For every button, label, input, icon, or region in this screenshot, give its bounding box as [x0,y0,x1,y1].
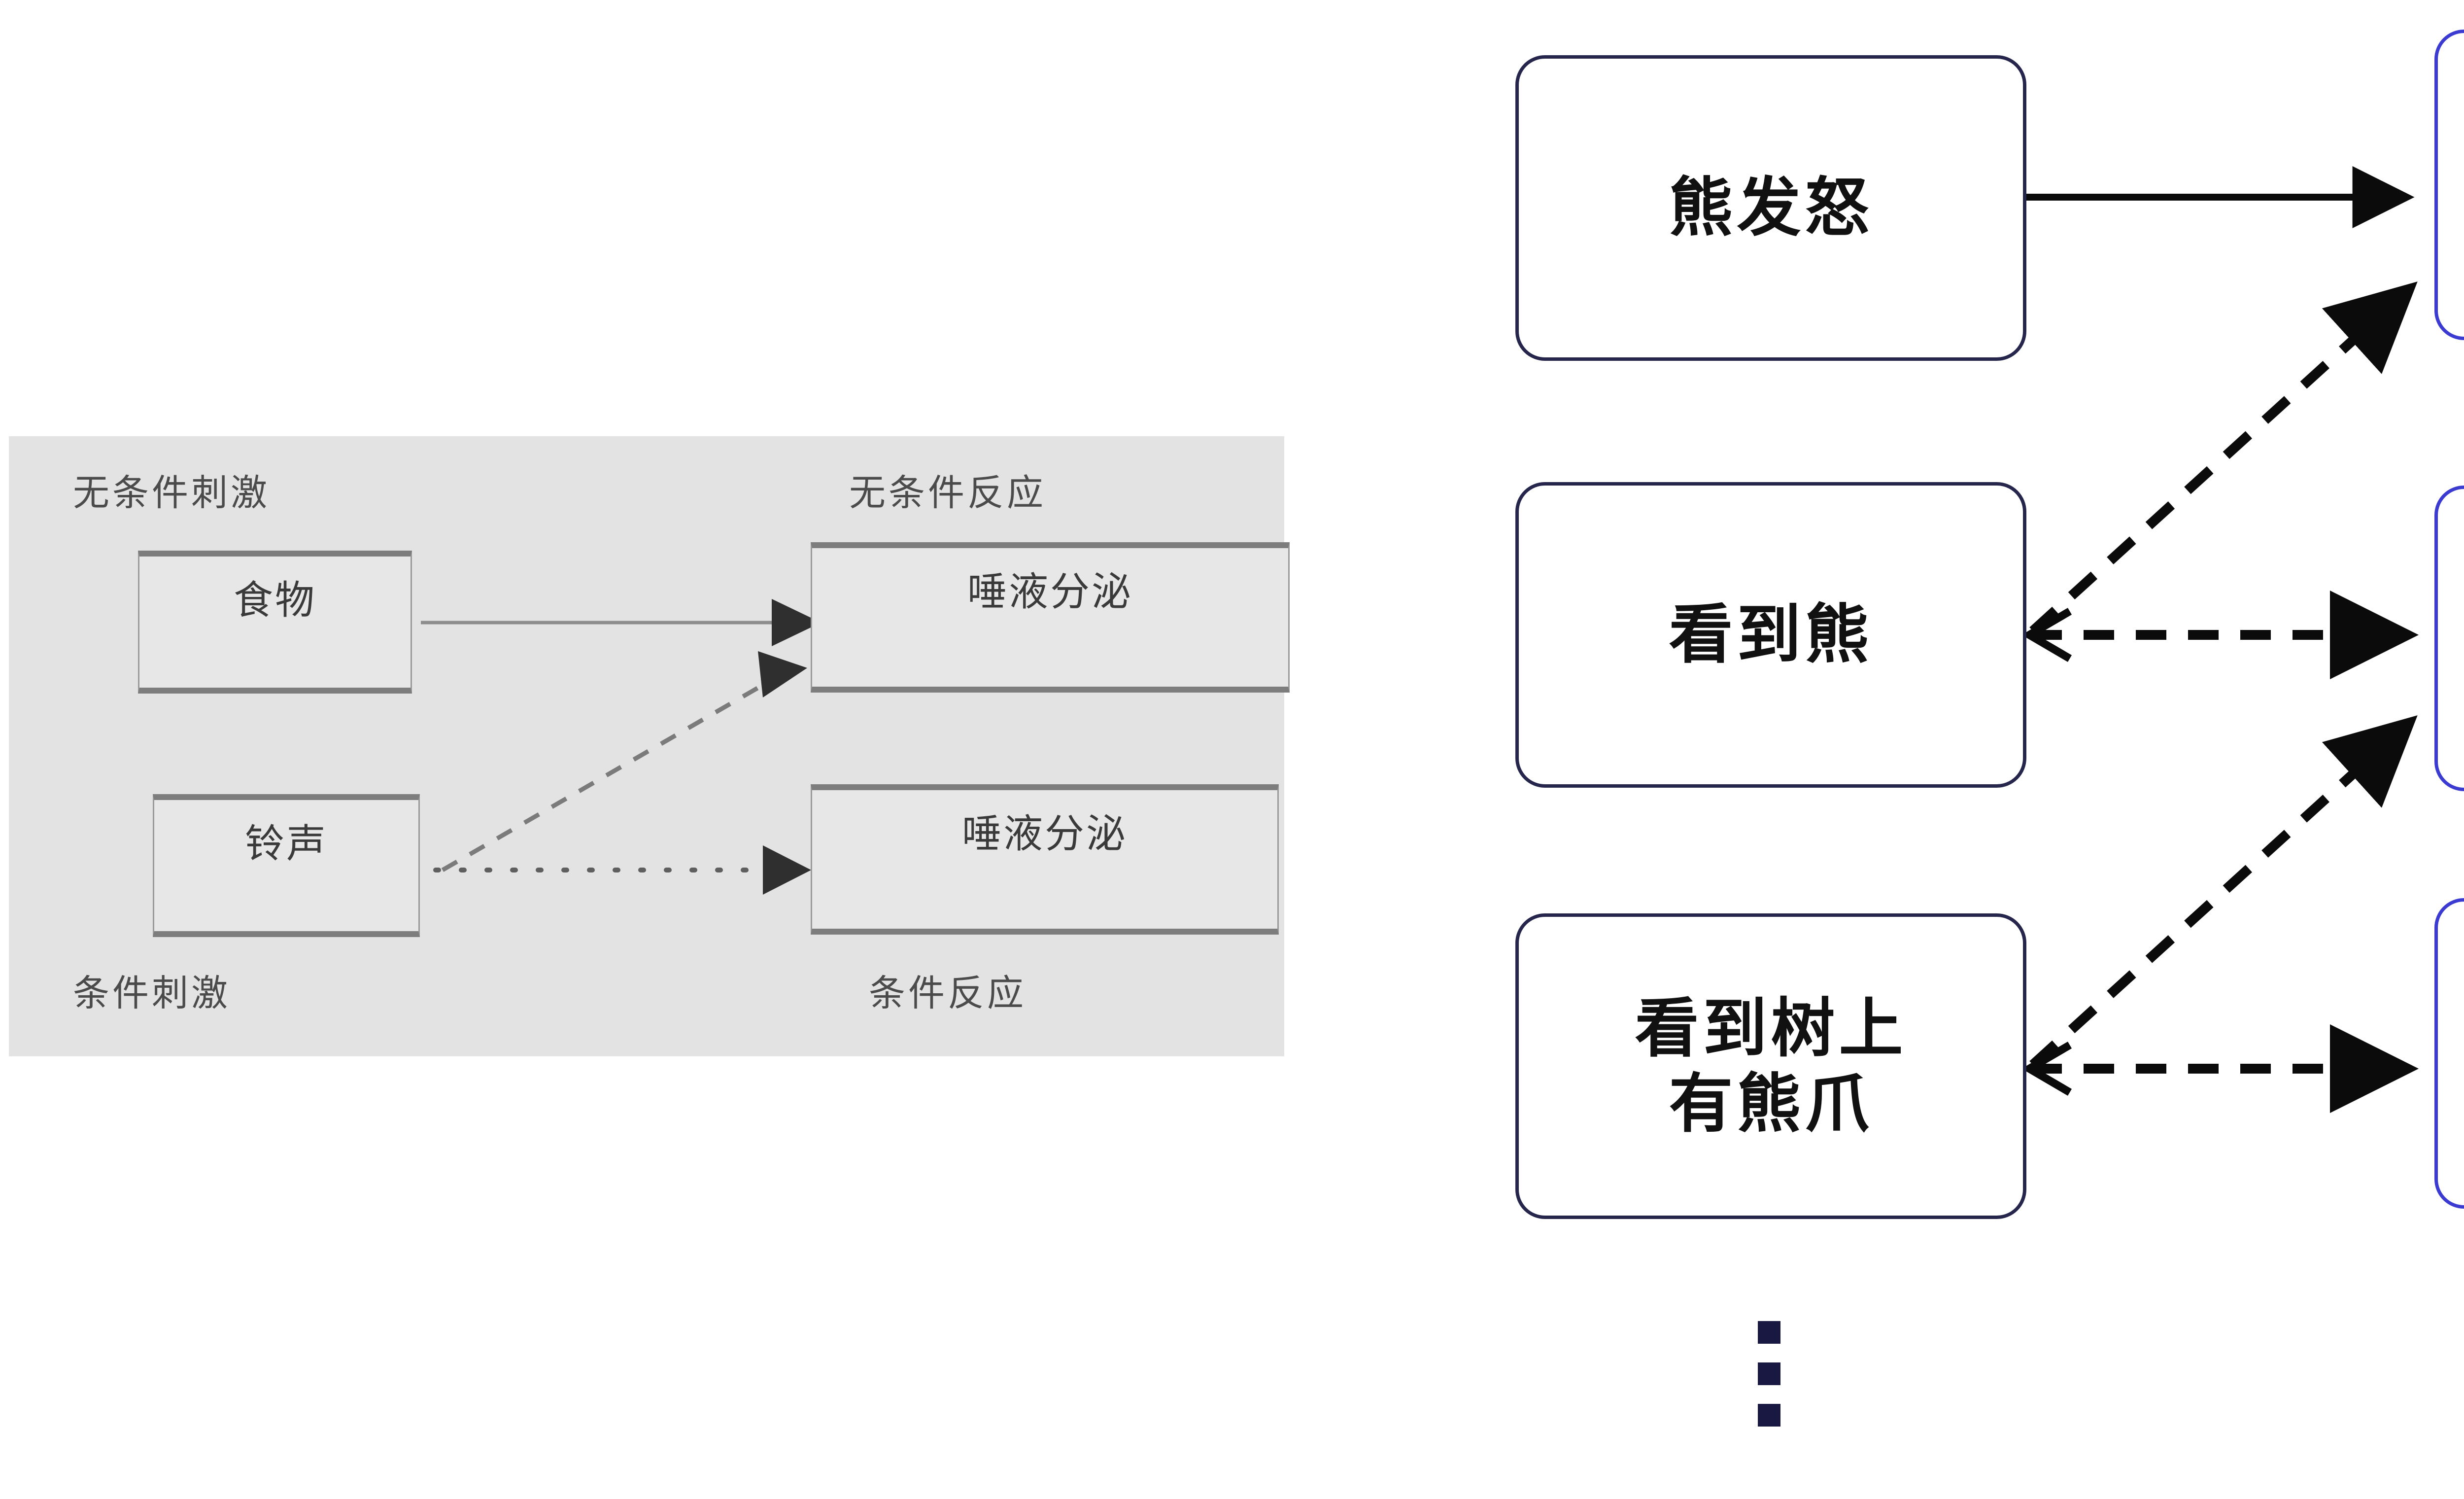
rl-value-box-v-s[interactable]: V(s) [2434,898,2464,1209]
ellipsis-square-icon [1758,1321,1780,1344]
label-conditioned-response: 条件反应 [869,972,1027,1014]
pavlov-box-salivation-top: 唾液分泌 [811,542,1290,693]
ellipsis-square-icon [1758,1362,1780,1385]
pavlov-box-food: 食物 [138,551,412,694]
rl-state-box-see-claw-line2: 有熊爪 [1669,1066,1873,1141]
pavlov-box-bell: 铃声 [153,794,420,937]
pavlov-box-salivation-bottom: 唾液分泌 [811,784,1279,935]
pavlov-box-food-label: 食物 [234,577,316,623]
rl-value-box-v-s-prime[interactable]: V(s′) [2434,486,2464,791]
pavlov-box-salivation-bottom-label: 唾液分泌 [962,811,1128,857]
pavlov-connector-layer [421,599,821,895]
label-conditioned-stimulus: 条件刺激 [73,972,231,1014]
ellipsis-states-icon [1758,1321,1780,1427]
rl-state-box-bear-angry[interactable]: 熊发怒 [1515,55,2026,361]
classical-conditioning-panel: 无条件刺激 无条件反应 条件刺激 条件反应 食物 铃声 唾液分泌 唾液分泌 [9,436,1290,1056]
rl-value-box-reward[interactable]: 奖励 [2434,30,2464,340]
ellipsis-square-icon [1758,1404,1780,1427]
rl-state-box-bear-angry-label: 熊发怒 [1669,170,1873,245]
pavlov-box-bell-label: 铃声 [245,821,328,867]
label-unconditioned-response: 无条件反应 [849,472,1046,514]
rl-state-box-see-claw-line1: 看到树上 [1635,990,1907,1066]
rl-state-box-see-bear-label: 看到熊 [1669,597,1873,672]
rl-state-box-see-claw-in-tree[interactable]: 看到树上 有熊爪 [1515,913,2026,1219]
pavlov-box-salivation-top-label: 唾液分泌 [967,569,1133,615]
label-unconditioned-stimulus: 无条件刺激 [73,472,270,514]
rl-state-box-see-bear[interactable]: 看到熊 [1515,482,2026,788]
